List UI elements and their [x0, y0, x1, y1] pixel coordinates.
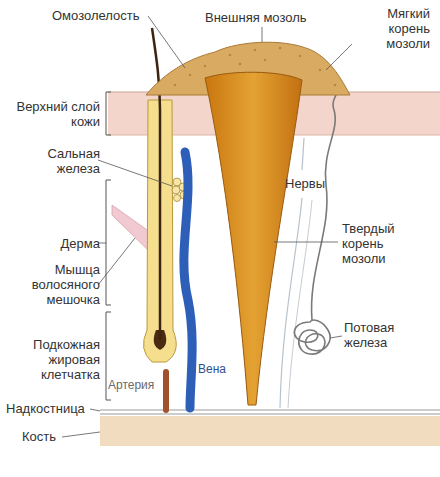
nerve [302, 138, 304, 170]
part-label: Нервы [285, 176, 345, 191]
periosteum [100, 409, 440, 410]
part-label: Верхний слой кожи [8, 99, 100, 129]
sweat-gland [294, 320, 330, 354]
sweat-duct [312, 92, 337, 320]
part-label: Вена [198, 362, 238, 377]
vein [184, 152, 192, 408]
layer-brackets [106, 92, 111, 400]
part-label: Омозолелость [52, 8, 147, 23]
hair-shaft [152, 28, 160, 340]
bone [100, 416, 440, 446]
hard-root [205, 72, 302, 405]
part-label: Сальная железа [8, 146, 100, 176]
part-label: Артерия [108, 378, 164, 393]
part-label: Внешняя мозоль [205, 10, 325, 25]
periosteum [100, 413, 440, 414]
hair-muscle [112, 205, 150, 252]
part-label: Потовая железа [344, 320, 424, 350]
part-label: Дерма [8, 236, 100, 251]
artery [163, 372, 169, 410]
leader-lines [62, 16, 352, 437]
part-label: Мягкий корень мозоли [354, 6, 430, 51]
part-label: Мышца волосяного мешочка [5, 262, 100, 307]
part-label: Кость [22, 429, 72, 444]
nerve [288, 200, 312, 408]
part-label: Надкостница [6, 401, 96, 416]
part-label: Твердый корень мозоли [342, 221, 422, 266]
part-label: Подкожная жировая клетчатка [5, 337, 100, 382]
